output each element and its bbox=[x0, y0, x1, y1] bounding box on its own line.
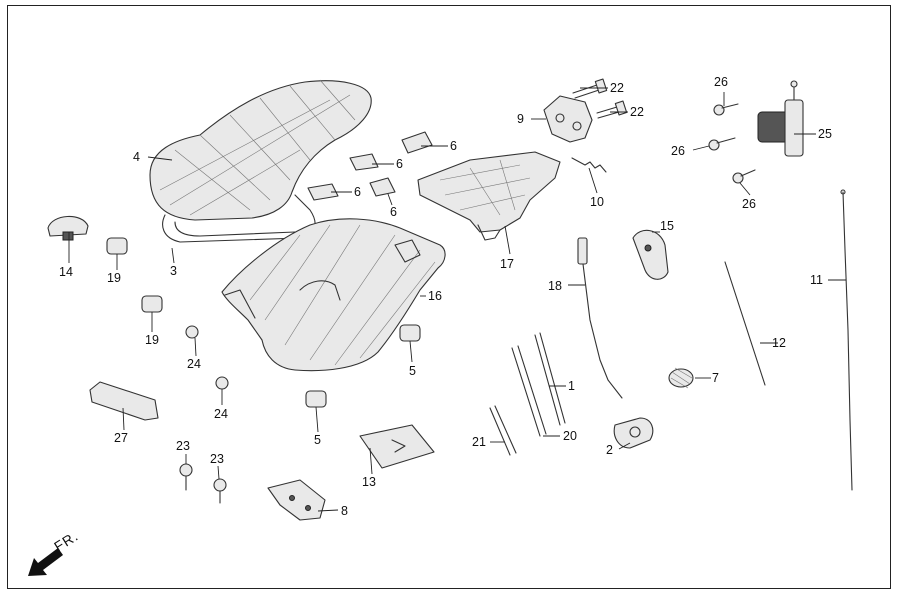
diagram-frame bbox=[7, 5, 891, 589]
screws-26 bbox=[708, 103, 756, 184]
label-3: 3 bbox=[170, 264, 177, 278]
handle-15 bbox=[632, 229, 669, 280]
inner-cover bbox=[417, 151, 561, 241]
label-17: 17 bbox=[500, 257, 514, 271]
label-1: 1 bbox=[568, 379, 575, 393]
label-26a: 26 bbox=[714, 75, 728, 89]
luggage-box bbox=[221, 218, 446, 372]
bolts-22 bbox=[572, 78, 628, 119]
hinge-bracket bbox=[543, 95, 593, 143]
label-20: 20 bbox=[563, 429, 577, 443]
bracket-8 bbox=[267, 479, 326, 521]
label-23a: 23 bbox=[176, 439, 190, 453]
cable-11 bbox=[840, 189, 853, 491]
bushings bbox=[106, 237, 421, 408]
label-5a: 5 bbox=[409, 364, 416, 378]
label-26b: 26 bbox=[671, 144, 685, 158]
label-18: 18 bbox=[548, 279, 562, 293]
manual-13 bbox=[359, 424, 435, 469]
spring-10 bbox=[571, 157, 607, 173]
latch-27 bbox=[89, 381, 159, 421]
label-27: 27 bbox=[114, 431, 128, 445]
seat-lock bbox=[757, 80, 804, 157]
strips bbox=[489, 332, 566, 456]
label-7: 7 bbox=[712, 371, 719, 385]
label-8: 8 bbox=[341, 504, 348, 518]
seat bbox=[149, 79, 372, 243]
label-12: 12 bbox=[772, 336, 786, 350]
label-13: 13 bbox=[362, 475, 376, 489]
label-15: 15 bbox=[660, 219, 674, 233]
label-6a: 6 bbox=[450, 139, 457, 153]
label-6b: 6 bbox=[396, 157, 403, 171]
label-19a: 19 bbox=[107, 271, 121, 285]
label-24a: 24 bbox=[187, 357, 201, 371]
label-25: 25 bbox=[818, 127, 832, 141]
label-6c: 6 bbox=[354, 185, 361, 199]
label-24b: 24 bbox=[214, 407, 228, 421]
label-2: 2 bbox=[606, 443, 613, 457]
spring-7 bbox=[668, 367, 694, 389]
label-26c: 26 bbox=[742, 197, 756, 211]
front-direction-arrow: FR. bbox=[28, 527, 81, 576]
clamp-2 bbox=[613, 417, 654, 449]
label-11: 11 bbox=[810, 273, 823, 287]
part-labels: 4 6 6 6 6 10 9 22 22 26 26 26 25 17 16 1… bbox=[59, 75, 832, 518]
bolts-23 bbox=[179, 463, 227, 504]
label-22b: 22 bbox=[630, 105, 644, 119]
label-22a: 22 bbox=[610, 81, 624, 95]
label-21: 21 bbox=[472, 435, 486, 449]
leader-lines bbox=[68, 87, 846, 512]
label-4: 4 bbox=[133, 150, 140, 164]
rubber-pads bbox=[307, 131, 433, 201]
label-16: 16 bbox=[428, 289, 442, 303]
label-10: 10 bbox=[590, 195, 604, 209]
cable-18 bbox=[577, 237, 623, 399]
label-19b: 19 bbox=[145, 333, 159, 347]
label-5b: 5 bbox=[314, 433, 321, 447]
cap-14 bbox=[47, 215, 89, 241]
label-6d: 6 bbox=[390, 205, 397, 219]
rod-12 bbox=[724, 261, 766, 386]
label-14: 14 bbox=[59, 265, 73, 279]
label-9: 9 bbox=[517, 112, 524, 126]
label-23b: 23 bbox=[210, 452, 224, 466]
